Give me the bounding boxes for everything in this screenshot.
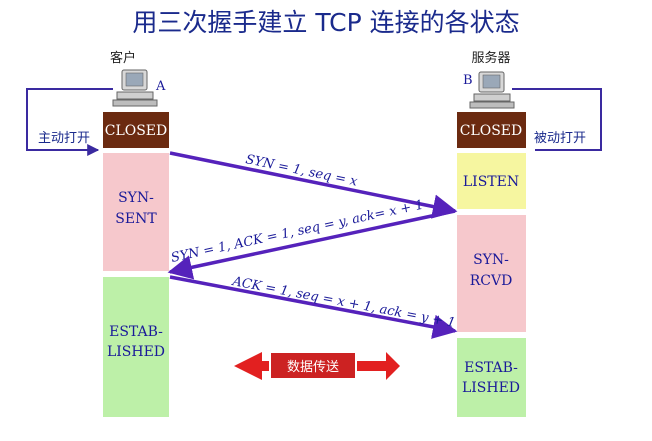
ack-arrow <box>169 275 458 339</box>
client-state-established: ESTAB- LISHED <box>103 277 169 417</box>
client-state-syn-sent: SYN- SENT <box>103 153 169 271</box>
syn-ack-message: SYN = 1, ACK = 1, seq = y, ack= x + 1 <box>170 198 425 266</box>
client-state-established-line2: LISHED <box>107 344 165 360</box>
syn-ack-arrow <box>167 209 456 280</box>
client-state-closed: CLOSED <box>103 112 169 148</box>
client-label: 客户 <box>110 50 136 66</box>
client-state-established-line1: ESTAB- <box>109 324 163 340</box>
active-open-loop <box>26 88 113 156</box>
client-state-syn-sent-line1: SYN- <box>118 190 154 206</box>
server-state-established-line1: ESTAB- <box>464 360 518 376</box>
ack-message: ACK = 1, seq = x + 1, ack = y + 1 <box>230 274 456 331</box>
server-state-closed: CLOSED <box>457 112 526 148</box>
client-letter: A <box>155 79 166 94</box>
server-state-syn-rcvd-line2: RCVD <box>470 273 513 289</box>
server-letter: B <box>463 73 473 88</box>
page-title: 用三次握手建立 TCP 连接的各状态 <box>132 8 519 37</box>
server-state-closed-label: CLOSED <box>460 123 523 139</box>
syn-arrow <box>169 151 458 219</box>
client-computer-icon <box>112 69 158 107</box>
server-computer-icon <box>469 71 515 109</box>
server-label: 服务器 <box>471 50 510 66</box>
server-state-established-line2: LISHED <box>462 380 520 396</box>
active-open-label: 主动打开 <box>38 131 90 146</box>
server-state-listen-label: LISTEN <box>463 174 519 190</box>
server-state-established: ESTAB- LISHED <box>457 338 526 417</box>
client-state-closed-label: CLOSED <box>105 123 168 139</box>
server-state-listen: LISTEN <box>457 153 526 209</box>
data-transfer-arrow: 数据传送 <box>234 351 400 380</box>
data-transfer-label: 数据传送 <box>287 360 339 375</box>
client-state-syn-sent-line2: SENT <box>115 211 157 227</box>
server-state-syn-rcvd-line1: SYN- <box>473 252 509 268</box>
passive-open-label: 被动打开 <box>534 131 586 146</box>
server-state-syn-rcvd: SYN- RCVD <box>457 215 526 332</box>
passive-open-loop <box>512 88 602 151</box>
